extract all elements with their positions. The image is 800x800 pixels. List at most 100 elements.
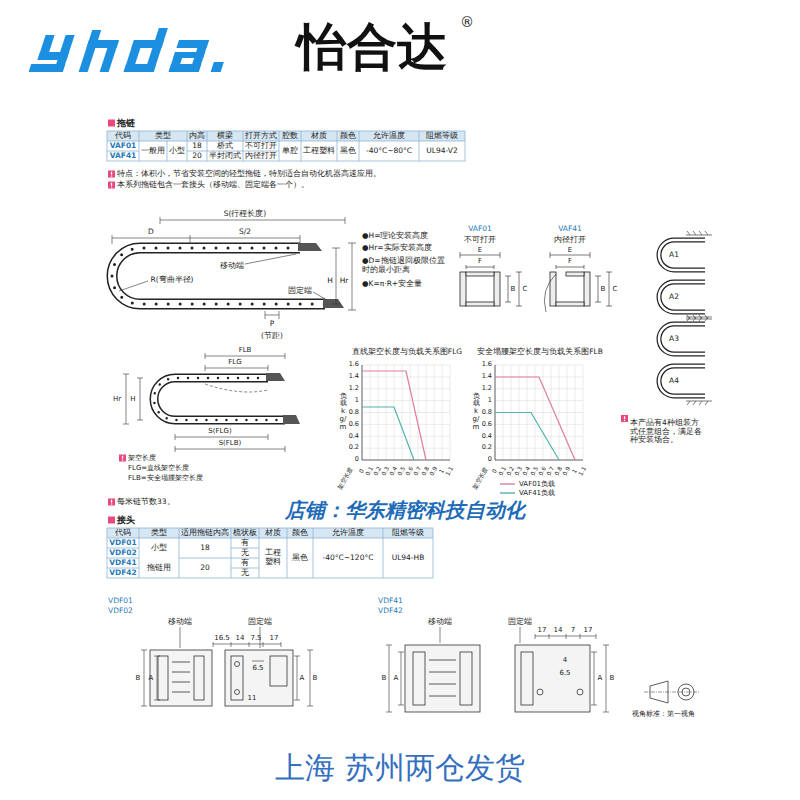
load-chart <box>362 365 583 460</box>
load-chart <box>362 407 559 460</box>
definition-text: FLG=直线架空长度 <box>128 464 189 472</box>
connector-drawing <box>535 634 596 639</box>
connector-drawing <box>235 662 240 667</box>
axis-tick: 1.2 <box>349 385 359 392</box>
axis-tick: 0 <box>488 456 492 463</box>
dimension-label: 7.5 <box>250 634 261 642</box>
section-marker <box>108 120 115 524</box>
dimension-label: S(FLB) <box>219 439 242 447</box>
connector-drawing <box>515 645 590 712</box>
chain-side-view <box>112 217 356 319</box>
chart-title: 安全塌腰架空长度与负载关系图FLB <box>477 348 603 357</box>
unsupported-span-view <box>123 353 285 452</box>
definition-text: ●Hr=实际安装高度 <box>362 244 432 253</box>
dimension-label: F <box>568 257 572 265</box>
table-cell: 一般用 <box>141 147 165 156</box>
cross-section <box>550 252 612 306</box>
product-code: VDF42 <box>109 569 137 578</box>
table-header: 材质 <box>265 529 281 538</box>
definition-text: ●D=拖链退回极限位置时的最小距离 <box>362 257 446 274</box>
section-heading: 拖链 <box>117 118 135 128</box>
cross-section <box>584 272 590 306</box>
unsupported-span-view <box>154 378 285 420</box>
table-cell: 黑色 <box>292 554 308 563</box>
dimension-label: 17 <box>270 634 279 642</box>
unsupported-span-view <box>205 384 268 392</box>
dimension-label: 14 <box>554 626 563 634</box>
axis-tick: 1.6 <box>482 361 492 368</box>
note-icon <box>108 499 115 506</box>
table-cell: 半封闭式 <box>209 152 241 161</box>
unsupported-span-view <box>123 374 143 424</box>
axis-tick: 0.2 <box>482 444 492 451</box>
mounting-variant <box>686 231 712 235</box>
chain-side-view <box>265 311 279 319</box>
axis-tick: 1 <box>438 468 446 475</box>
registered-mark: ® <box>460 14 474 30</box>
mounting-variant <box>659 240 705 396</box>
table-header: 颜色 <box>340 132 356 141</box>
brand-logo <box>173 52 205 58</box>
connector-drawing <box>141 627 609 712</box>
table-header: 横梁 <box>217 132 233 141</box>
axis-tick: 0.6 <box>349 421 359 428</box>
mounting-variant <box>659 324 705 354</box>
spec-table <box>107 131 465 161</box>
table-header: 阻燃等级 <box>392 529 424 538</box>
table-cell: 内径打开 <box>245 152 277 161</box>
definition-text: ●K=π·R+安全量 <box>362 280 422 289</box>
dimension-label: B <box>610 674 615 682</box>
legend-line <box>500 483 515 484</box>
connector-drawing <box>194 656 204 700</box>
shipping-banner: 上海 苏州两仓发货 <box>275 751 525 786</box>
dimension-label: A <box>300 674 305 682</box>
axis-tick: 0 <box>355 456 359 463</box>
chain-side-view <box>112 217 345 244</box>
table-header: 类型 <box>155 132 171 141</box>
note-icon <box>108 171 628 506</box>
table-cell: 工程塑料 <box>265 549 282 566</box>
dimension-label: H <box>130 395 135 403</box>
mounting-variant <box>686 231 712 405</box>
spec-table <box>107 528 433 578</box>
connector-drawing <box>231 656 243 700</box>
table-header: 打开方式 <box>245 132 277 141</box>
product-code: VAF01 <box>110 142 137 151</box>
axis-label: 负载kg/m <box>340 393 347 431</box>
dimension-label: S/2 <box>239 228 251 237</box>
table-cell: 20 <box>192 152 202 161</box>
connector-drawing <box>180 627 260 648</box>
axis-tick: 0.2 <box>349 444 359 451</box>
mounting-variant <box>659 231 712 405</box>
axis-label: 架空长度 <box>337 466 355 490</box>
chain-side-view <box>298 243 322 251</box>
connector-drawing <box>460 652 472 705</box>
table-header: 允许温度 <box>332 529 364 538</box>
note-icon <box>108 182 115 189</box>
mounting-variant <box>659 282 705 312</box>
brand-name: 怡合达 <box>297 19 447 77</box>
section-marker <box>108 120 115 127</box>
product-code: VDF41 <box>378 597 403 606</box>
table-header: 阻燃等级 <box>426 132 458 141</box>
connector-drawing <box>537 689 543 695</box>
dimension-label: 固定端 <box>288 287 312 296</box>
spec-table <box>107 528 433 578</box>
part-label: 移动端 <box>428 618 452 627</box>
projection-symbol <box>644 681 700 703</box>
spec-table <box>107 131 465 161</box>
brand-logo <box>211 62 224 72</box>
unsupported-span-view <box>205 353 285 371</box>
table-header: 允许温度 <box>373 132 405 141</box>
table-header: 适用拖链内高 <box>181 529 229 538</box>
dimension-label: 6.5 <box>252 664 263 672</box>
brand-logo <box>79 30 102 72</box>
dimension-label: 17 <box>584 626 593 634</box>
table-cell: 20 <box>200 564 210 573</box>
axis-tick: 0 <box>358 468 366 475</box>
mounting-variant <box>659 366 705 396</box>
part-label: 移动端 <box>168 618 192 627</box>
brand-logo <box>100 40 119 72</box>
unsupported-span-view <box>266 373 285 381</box>
note-text: 架空长度 <box>128 454 156 462</box>
